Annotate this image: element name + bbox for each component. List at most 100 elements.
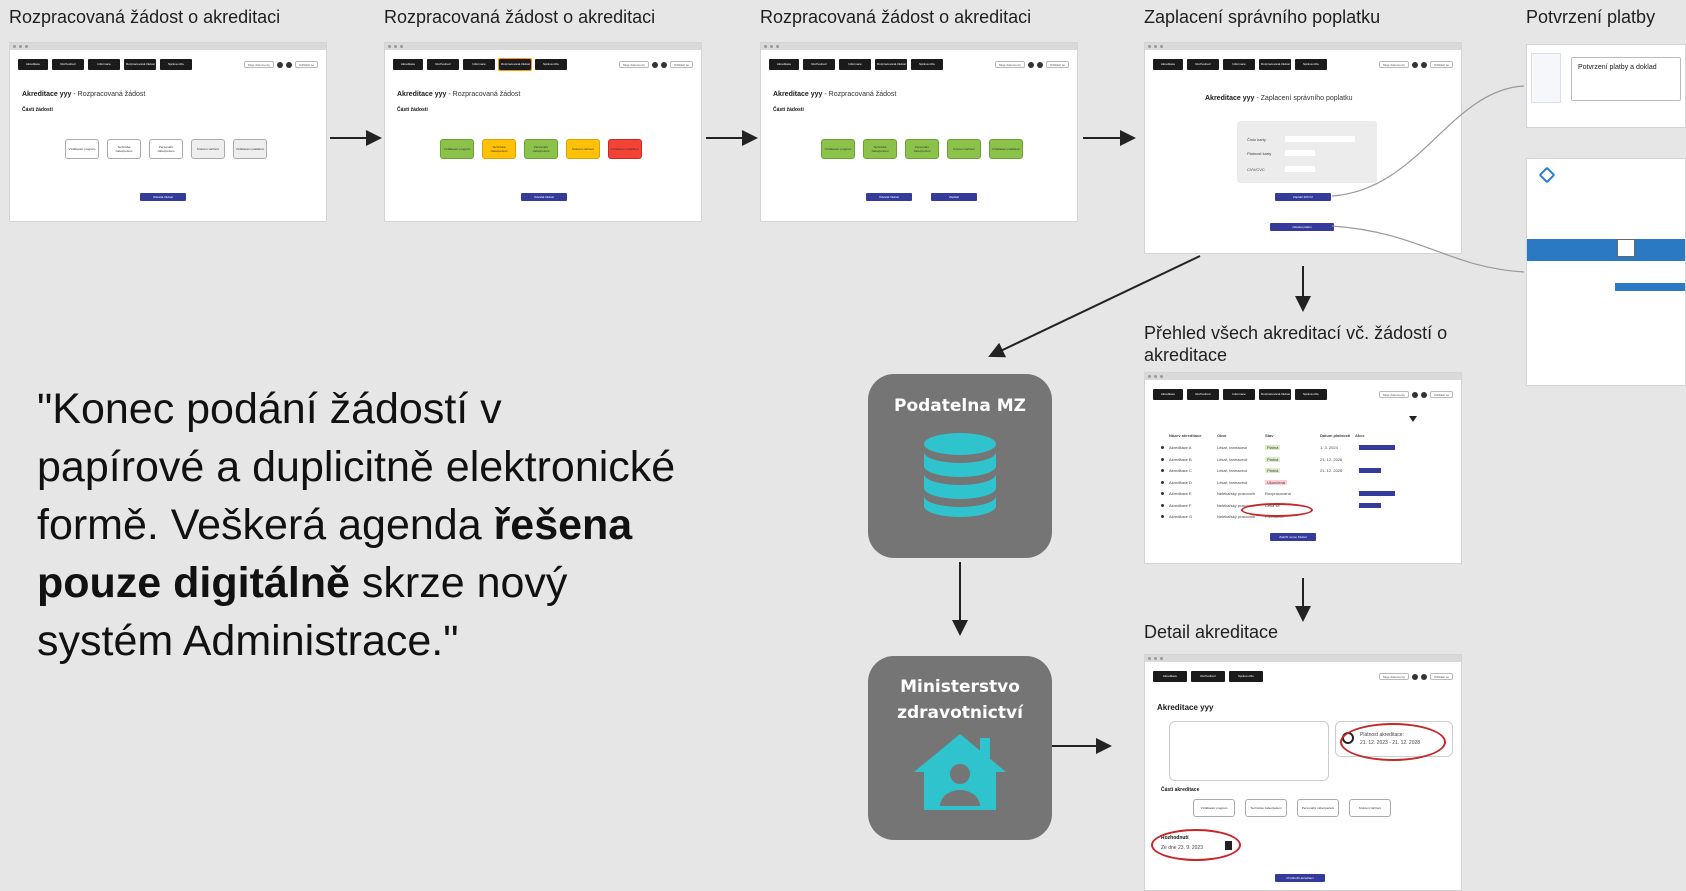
- send-button: Odeslat žádost: [866, 193, 912, 201]
- logout-pill: Odhlásit se: [1045, 61, 1069, 68]
- nav-item: Správa účtu: [160, 59, 192, 70]
- annotation-ellipse: [1151, 829, 1241, 861]
- row-bullet-icon: [1161, 469, 1164, 472]
- node-ministerstvo-label: Ministerstvo zdravotnictví: [897, 677, 1023, 723]
- card-form: Číslo karty Platnost karty CVV/CVC: [1237, 121, 1377, 183]
- bell-icon: [1411, 673, 1418, 680]
- user-icon: [660, 61, 667, 68]
- chip-contract: Smluvní zařízení: [191, 139, 225, 159]
- nav-item: Akreditace: [18, 59, 48, 70]
- nav-item: Rozpracovaná žádost: [124, 59, 156, 70]
- chip-technical: Technické zabezpečení: [1245, 799, 1287, 817]
- row-action-button: [1359, 502, 1381, 508]
- chip-contract: Smluvní zařízení: [947, 139, 981, 159]
- table-cell: Platná: [1265, 468, 1281, 473]
- nav-item: Akreditace: [1153, 671, 1187, 682]
- chip-personnel: Personální zabezpečení: [524, 139, 558, 159]
- caption-draft-3: Rozpracovaná žádost o akreditaci: [760, 7, 1032, 27]
- nav-item: Správa účtu: [535, 59, 567, 70]
- nav-item: Akreditace: [769, 59, 799, 70]
- table-cell: Akreditace E: [1169, 491, 1192, 496]
- screen-overview: Akreditace Rozhodnutí Informace Rozpraco…: [1144, 372, 1462, 564]
- table-cell: Rozpracovaná: [1265, 491, 1291, 496]
- cvv-label: CVV/CVC: [1247, 167, 1265, 172]
- chip-program: Vzdělávací program: [1193, 799, 1235, 817]
- col-valid: Datum platnosti: [1320, 433, 1351, 438]
- annotation-ellipse: [1241, 503, 1313, 517]
- row-bullet-icon: [1161, 457, 1164, 461]
- nav-item: Informace: [88, 59, 120, 70]
- logout-pill: Odhlásit se: [669, 61, 693, 68]
- bell-icon: [1027, 61, 1034, 68]
- row-bullet-icon: [1161, 503, 1164, 507]
- table-cell: 21. 12. 2026: [1320, 456, 1343, 462]
- screen-draft-empty: Akreditace Rozhodnutí Informace Rozpraco…: [9, 42, 327, 222]
- chip-practice: Vzdělávací praktikum: [989, 139, 1023, 159]
- node-ministerstvo: Ministerstvo zdravotnictví: [868, 656, 1052, 840]
- chip-program: Vzdělávací program: [440, 139, 474, 159]
- caption-draft-1: Rozpracovaná žádost o akreditaci: [9, 7, 281, 27]
- mini-sidebar: [1531, 53, 1561, 103]
- nav-item: Rozhodnutí: [52, 59, 84, 70]
- table-cell: Platná: [1265, 445, 1281, 450]
- table-cell: Akreditace D: [1169, 479, 1192, 485]
- bell-icon: [276, 61, 283, 68]
- chip-practice: Vzdělávací praktikum: [233, 139, 267, 159]
- nav-item: Rozpracovaná žádost: [875, 59, 907, 70]
- receipt-title: Potvrzení platby a doklad: [1578, 64, 1657, 71]
- chip-contract: Smluvní zařízení: [1349, 799, 1391, 817]
- table-cell: Nelékařský pracovník: [1217, 514, 1256, 519]
- row-action-button: [1359, 468, 1381, 473]
- payment-link-button: Odeslat platbu: [1270, 223, 1334, 231]
- caption-overview: Přehled všech akreditací vč. žádostí o a…: [1144, 323, 1448, 365]
- row-bullet-icon: [1161, 446, 1164, 449]
- table-cell: Nelékařský pracovník: [1217, 491, 1256, 496]
- nav-item: Informace: [463, 59, 495, 70]
- user-icon: [1420, 391, 1427, 398]
- table-cell: Ukončená: [1265, 479, 1288, 485]
- documents-pill: Moje dokumenty: [618, 61, 649, 68]
- row-action-button: [1359, 491, 1395, 496]
- row-bullet-icon: [1161, 515, 1164, 518]
- screen-invoice: [1526, 158, 1686, 386]
- col-state: Stav: [1265, 433, 1274, 438]
- section-title: Části žádosti: [397, 107, 428, 113]
- nav-item: Rozpracovaná žádost: [498, 58, 532, 71]
- nav-item: Akreditace: [1153, 389, 1183, 400]
- table-cell: Lékař, farmaceut: [1217, 456, 1248, 462]
- receipt-card: Potvrzení platby a doklad: [1571, 57, 1681, 101]
- chip-personnel: Personální zabezpečení: [905, 139, 939, 159]
- documents-pill: Moje dokumenty: [994, 61, 1025, 68]
- annotation-ellipse: [1340, 723, 1446, 761]
- filter-icon: [1409, 416, 1417, 422]
- col-name: Název akreditace: [1169, 433, 1202, 438]
- nav-item: Rozpracovaná žádost: [1259, 389, 1291, 400]
- nav-item: Rozhodnutí: [427, 59, 459, 70]
- pay-card-button: Zaplatit 300 Kč: [1275, 193, 1331, 201]
- caption-fee: Zaplacení správního poplatku: [1144, 7, 1381, 27]
- pay-button: Zaplatit: [931, 193, 977, 201]
- logout-pill: Odhlásit se: [1429, 391, 1453, 398]
- cvv-field: [1285, 166, 1315, 172]
- database-icon: [924, 433, 996, 517]
- table-cell: Nelékařský pracovník: [1217, 502, 1256, 508]
- page-title: Akreditace yyy - Rozpracovaná žádost: [773, 91, 897, 98]
- new-request-button: Založit novou žádost: [1270, 533, 1316, 541]
- chip-personnel: Personální zabezpečení: [1297, 799, 1339, 817]
- chip-personnel: Personální zabezpečení: [149, 139, 183, 159]
- invoice-total-bar: [1615, 283, 1685, 291]
- bell-icon: [1411, 391, 1418, 398]
- nav-item: Správa účtu: [911, 59, 943, 70]
- nav-item: Rozhodnutí: [1191, 671, 1225, 682]
- node-podatelna-label: Podatelna MZ: [894, 396, 1026, 416]
- connector-invoice: [1331, 225, 1525, 273]
- screen-detail: Akreditace Rozhodnutí Správa účtu Moje d…: [1144, 654, 1462, 891]
- documents-pill: Moje dokumenty: [1378, 61, 1409, 68]
- nav-item: Informace: [1223, 59, 1255, 70]
- row-action-button: [1359, 445, 1395, 450]
- caption-payment: Potvrzení platby: [1526, 7, 1656, 27]
- table-cell: Akreditace F: [1169, 502, 1192, 508]
- page-title: Akreditace yyy - Rozpracovaná žádost: [22, 91, 146, 98]
- page-title: Akreditace yyy - Rozpracovaná žádost: [397, 91, 521, 98]
